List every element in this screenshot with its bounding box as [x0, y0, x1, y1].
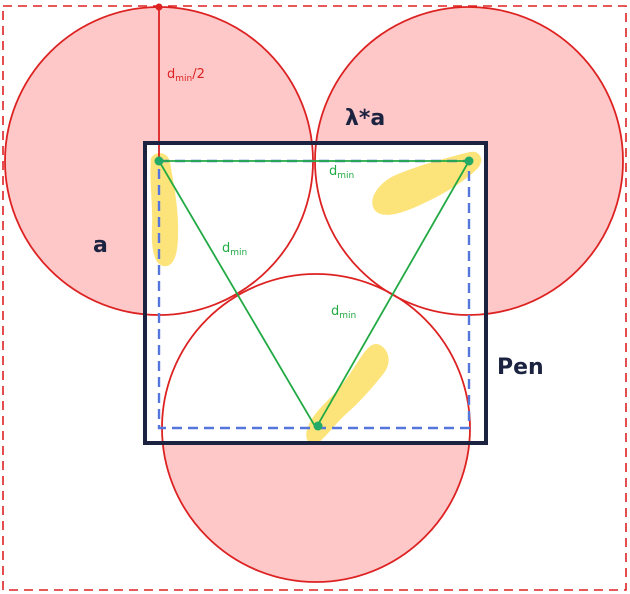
vertex-top-right [464, 156, 474, 166]
label-pen: Pen [497, 355, 544, 380]
label-lambda-a: λ*a [345, 106, 385, 131]
yellow-mark-top-right [372, 151, 482, 215]
label-dmin-half: dmin/2 [167, 67, 205, 84]
yellow-mark-bottom [306, 344, 389, 445]
outer-dashed-boundary [2, 5, 627, 591]
radius-top-dot [155, 3, 163, 11]
label-dmin-left: dmin [222, 241, 247, 258]
label-a: a [93, 233, 108, 258]
pen-box [143, 141, 488, 445]
vertex-top-left [154, 156, 164, 166]
dmin-triangle [157, 160, 471, 430]
label-dmin-top: dmin [329, 164, 354, 181]
label-dmin-right: dmin [331, 304, 356, 321]
triangle-vertices [154, 156, 474, 431]
vertex-bottom [313, 421, 323, 431]
